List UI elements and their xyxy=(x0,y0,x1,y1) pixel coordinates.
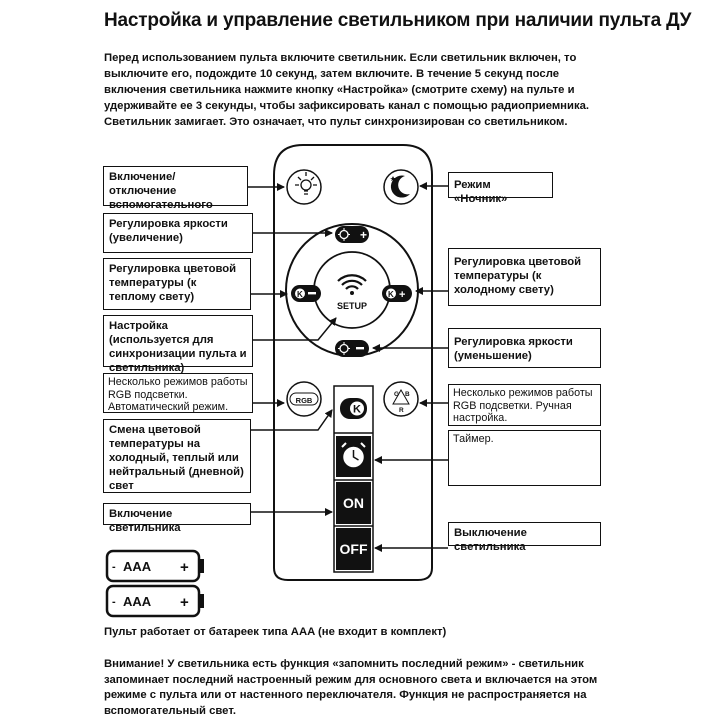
timer-alarm-icon xyxy=(336,436,371,477)
button-column: K ON OFF xyxy=(333,385,374,573)
control-pad: + K K + SETUP xyxy=(285,223,419,357)
color-temp-button: K xyxy=(340,398,367,419)
intro-paragraph: Перед использованием пульта включите све… xyxy=(104,52,590,128)
label-night: Режим «Ночник» xyxy=(448,172,553,205)
moon-icon xyxy=(390,175,410,198)
battery-2: AAA + - xyxy=(105,584,204,618)
label-warm: Регулировка цветовой температуры (к тепл… xyxy=(103,258,251,310)
svg-text:+: + xyxy=(399,289,405,301)
label-color-temp: Смена цветовой температуры на холодный, … xyxy=(103,419,251,493)
label-timer: Таймер. xyxy=(448,430,601,486)
svg-text:AAA: AAA xyxy=(123,594,152,609)
svg-text:+: + xyxy=(180,594,189,611)
label-brightness-up: Регулировка яркости (увеличение) xyxy=(103,213,253,253)
label-cold: Регулировка цветовой температуры (к холо… xyxy=(448,248,601,306)
label-on: Включение светильника xyxy=(103,503,251,534)
warning-paragraph: Внимание! У светильника есть функция «за… xyxy=(104,658,598,717)
svg-text:+: + xyxy=(180,559,189,576)
label-rgb-manual: Несколько режимов работы RGB подсветки. … xyxy=(448,384,601,426)
off-label: OFF xyxy=(340,541,368,557)
svg-text:K: K xyxy=(297,290,303,299)
label-off: Выключение светильника xyxy=(448,522,601,553)
svg-text:AAA: AAA xyxy=(123,559,152,574)
left-arrows xyxy=(248,183,337,516)
setup-label: SETUP xyxy=(337,301,367,311)
label-setup: Настройка (используется для синхронизаци… xyxy=(103,315,253,374)
rgb-auto-button: RGB xyxy=(286,381,322,417)
battery-1: AAA + - xyxy=(105,549,204,583)
label-rgb-auto: Несколько режимов работы RGB подсветки. … xyxy=(103,373,253,413)
rgb-label: RGB xyxy=(296,396,313,405)
svg-text:B: B xyxy=(405,391,410,398)
svg-text:K: K xyxy=(388,290,394,299)
rgb-manual-button: G B R xyxy=(383,381,419,417)
page-title: Настройка и управление светильником при … xyxy=(104,10,692,31)
wifi-icon xyxy=(337,274,367,290)
svg-text:-: - xyxy=(112,596,116,608)
star-icon xyxy=(390,176,396,181)
night-mode-button xyxy=(383,169,419,205)
battery-note: Пульт работает от батареек типа AAA (не … xyxy=(104,626,447,638)
svg-text:-: - xyxy=(112,561,116,573)
svg-text:G: G xyxy=(394,391,399,398)
label-brightness-down: Регулировка яркости (уменьшение) xyxy=(448,328,601,368)
off-button xyxy=(336,528,371,570)
svg-text:+: + xyxy=(360,228,367,242)
on-button xyxy=(336,482,371,524)
svg-text:K: K xyxy=(353,404,361,416)
aux-light-button xyxy=(286,169,322,205)
label-aux-light: Включение/отключение вспомогательного св… xyxy=(103,166,248,225)
svg-text:R: R xyxy=(399,407,404,414)
right-arrows xyxy=(372,182,448,552)
on-label: ON xyxy=(343,495,364,511)
